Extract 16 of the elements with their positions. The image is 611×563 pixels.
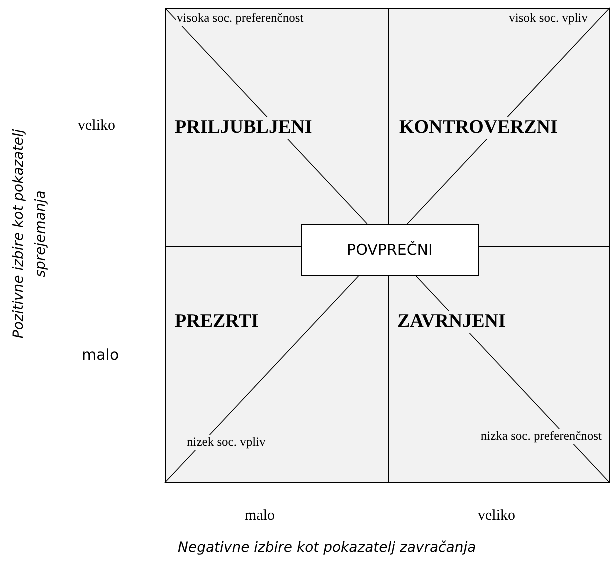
center-box: POVPREČNI — [301, 224, 479, 276]
axis-value-label: malo — [245, 508, 275, 525]
quadrant-title: PRILJUBLJENI — [174, 117, 314, 139]
corner-label: visok soc. vpliv — [508, 11, 589, 26]
quadrant-title: KONTROVERZNI — [398, 117, 559, 139]
axis-value-label: veliko — [78, 118, 116, 135]
corner-label: visoka soc. preferenčnost — [176, 11, 305, 26]
corner-label: nizka soc. preferenčnost — [480, 428, 603, 444]
axis-value-label: malo — [82, 346, 120, 364]
axis-title: Pozitivne izbire kot pokazatelj sprejemanja — [10, 128, 50, 341]
corner-label: nizek soc. vpliv — [186, 434, 267, 450]
axis-value-label: veliko — [478, 508, 516, 525]
diagonal-line — [164, 276, 360, 484]
axis-title: Negativne izbire kot pokazatelj zavračanja — [178, 540, 476, 556]
diagonal-line — [407, 8, 610, 224]
quadrant-title: ZAVRNJENI — [396, 310, 507, 332]
